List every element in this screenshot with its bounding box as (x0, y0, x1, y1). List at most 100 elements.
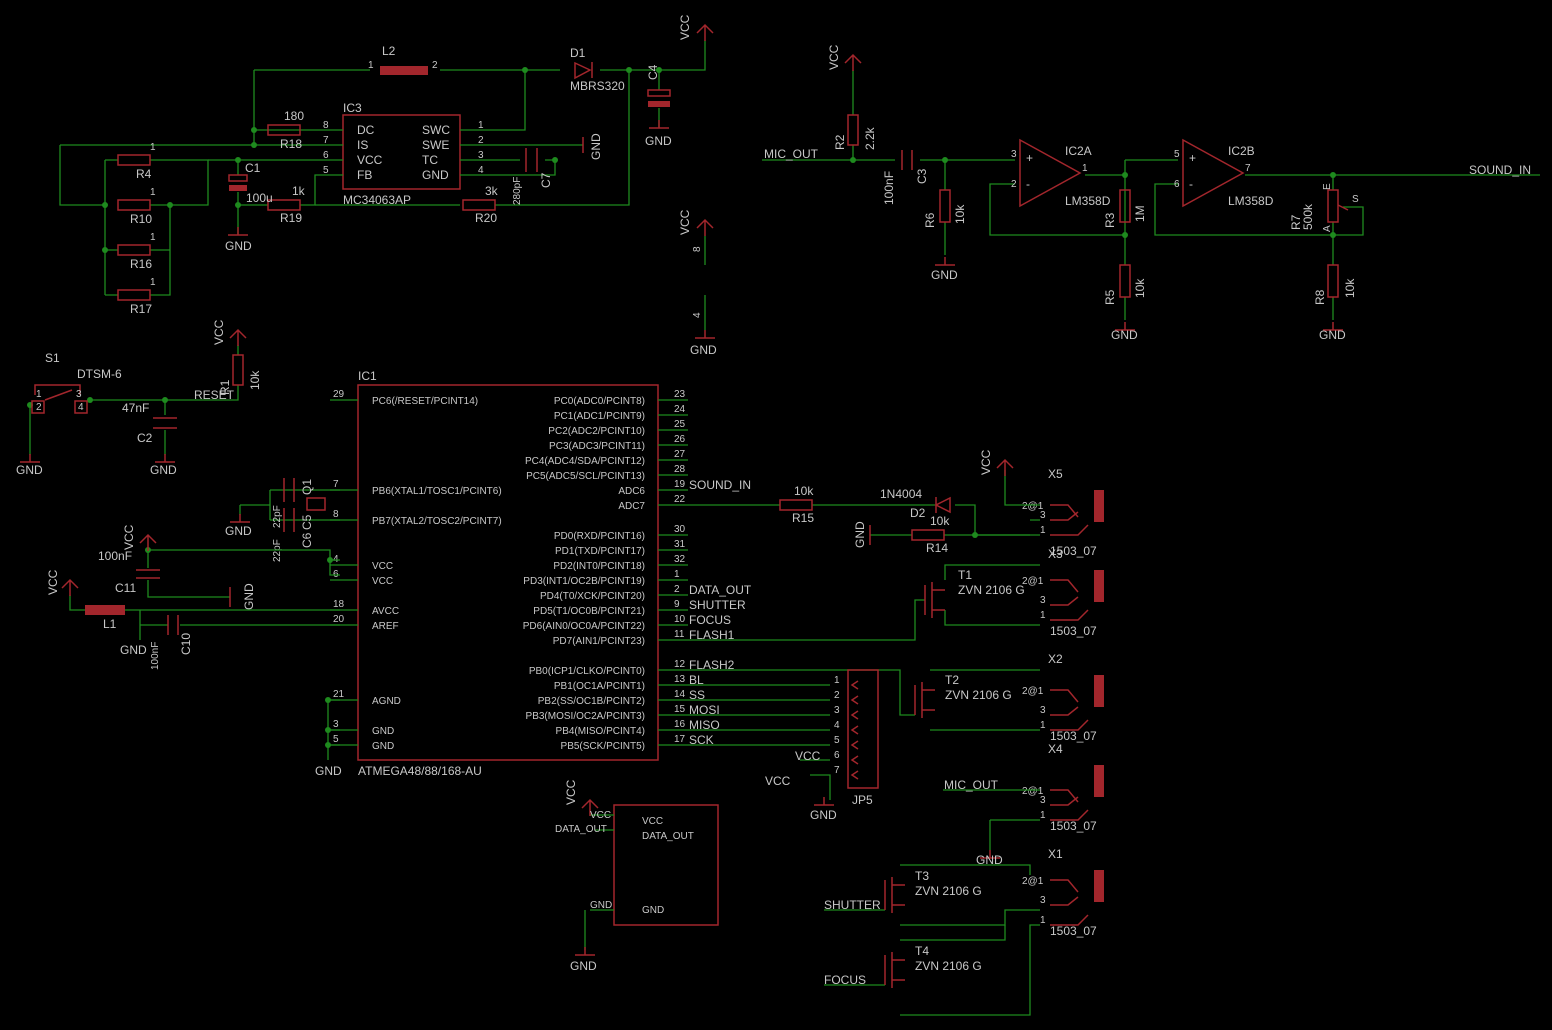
r17-pin: 1 (150, 277, 156, 288)
t3-part: ZVN 2106 G (915, 884, 982, 898)
boost-supply: L2 1 2 D1 MBRS320 C4 GND VCC IC3 MC34063… (59, 14, 714, 316)
ic1-pin-label-21: AGND (372, 696, 401, 707)
ic1-pin-num-31: 31 (674, 539, 686, 550)
c10-gnd: GND (120, 643, 147, 657)
ic1-pin-label-22: ADC7 (618, 501, 645, 512)
ic3-pin-num-8: 8 (323, 120, 329, 131)
ic1-pin-label-29: PC6(/RESET/PCINT14) (372, 396, 478, 407)
jp5-pin-2: 2 (834, 690, 840, 701)
ic2b-minus: - (1189, 177, 1193, 191)
net-shutter: SHUTTER (689, 598, 746, 612)
c1-gnd: GND (225, 239, 252, 253)
x1-pin-3: 3 (1040, 895, 1046, 906)
module-pin-vcc: VCC (642, 816, 663, 827)
jp5-pin-6: 6 (834, 750, 840, 761)
r17-label: R17 (130, 302, 152, 316)
ic2b-pin7: 7 (1245, 163, 1251, 174)
d1-part: MBRS320 (570, 79, 625, 93)
ic1-pin-num-16: 16 (674, 719, 686, 730)
t4-focus-net: FOCUS (824, 973, 866, 987)
r6-gnd: GND (931, 268, 958, 282)
ic3-pin-label-1: SWC (422, 123, 450, 137)
ic1-pin-num-8: 8 (333, 509, 339, 520)
l2-pin2: 2 (432, 60, 438, 71)
ic1-pin-label-7: PB6(XTAL1/TOSC1/PCINT6) (372, 486, 502, 497)
module-data-net: DATA_OUT (555, 824, 607, 835)
ic3-pin-num-2: 2 (478, 135, 484, 146)
ic1-pin-label-13: PB1(OC1A/PCINT1) (554, 681, 645, 692)
r7-pin-a: A (1322, 225, 1333, 232)
r7-label: R7 (1289, 214, 1303, 230)
x4-gnd: GND (976, 853, 1003, 867)
s1-pin4: 4 (78, 402, 84, 413)
ic1-pin-num-20: 20 (333, 614, 345, 625)
ic3-pin-label-4: GND (422, 168, 449, 182)
ic1-pin-label-25: PC2(ADC2/PCINT10) (548, 426, 645, 437)
t4-label: T4 (915, 944, 929, 958)
s1-pin1: 1 (36, 389, 42, 400)
jp5-pin-5: 5 (834, 735, 840, 746)
mcu-gnd: GND (315, 764, 342, 778)
c10-label: C10 (179, 633, 193, 655)
jp5-vcc: VCC (765, 774, 791, 788)
r15-value: 10k (794, 484, 814, 498)
ic1-pin-label-4: VCC (372, 561, 393, 572)
ic1-pin-label-15: PB3(MOSI/OC2A/PCINT3) (526, 711, 645, 722)
ic2a-pin2: 2 (1011, 179, 1017, 190)
ic1-pin-label-3: GND (372, 726, 394, 737)
ic3-pin-label-6: VCC (357, 153, 383, 167)
ic2a-pin1: 1 (1082, 163, 1088, 174)
ic1-pin-num-12: 12 (674, 659, 686, 670)
ic2b-plus: + (1189, 151, 1196, 165)
jp5-contact-4 (850, 725, 859, 735)
ic1-pin-num-29: 29 (333, 389, 345, 400)
t3-shutter-net: SHUTTER (824, 898, 881, 912)
ic1-pin-num-9: 9 (674, 599, 680, 610)
ic3-pin-num-3: 3 (478, 150, 484, 161)
r20-label: R20 (475, 211, 497, 225)
r1-label: R1 (218, 379, 232, 395)
c2-gnd: GND (150, 463, 177, 477)
x4-jack-contacts (1050, 789, 1089, 821)
ic1-pin-label-9: PD5(T1/OC0B/PCINT21) (533, 606, 645, 617)
q1-label: Q1 (300, 479, 314, 495)
net-miso: MISO (689, 718, 720, 732)
ic1-pin-num-21: 21 (333, 689, 345, 700)
r20-value: 3k (485, 184, 499, 198)
ic1-pin-num-15: 15 (674, 704, 686, 715)
r4-label: R4 (136, 167, 152, 181)
s1-gnd: GND (16, 463, 43, 477)
ic1-pin-num-23: 23 (674, 389, 686, 400)
r18-value: 180 (284, 109, 304, 123)
c11-label: C11 (115, 581, 136, 595)
t1-label: T1 (958, 568, 972, 582)
s1-pin3: 3 (76, 389, 82, 400)
ic3-pin-label-3: TC (422, 153, 438, 167)
jp5-contact-2 (850, 695, 859, 705)
x3-pin-1: 1 (1040, 610, 1046, 621)
r18-label: R18 (280, 137, 302, 151)
ic1-pin-label-16: PB4(MISO/PCINT4) (556, 726, 645, 737)
ic1-pin-label-31: PD1(TXD/PCINT17) (555, 546, 645, 557)
x1-pin-21: 2@1 (1022, 876, 1044, 887)
x3-jack-contacts (1050, 579, 1089, 621)
s1-pin2: 2 (36, 402, 42, 413)
c11-value: 100nF (98, 549, 132, 563)
x2-pin-21: 2@1 (1022, 686, 1044, 697)
ic1-pin-label-10: PD6(AIN0/OC0A/PCINT22) (523, 621, 645, 632)
x3-label: X3 (1048, 547, 1063, 561)
jp5-label: JP5 (852, 793, 873, 807)
c7-value: 280pF (512, 177, 523, 205)
x5-pin-1: 1 (1040, 525, 1046, 536)
x2-pin-3: 3 (1040, 705, 1046, 716)
r19-value: 1k (292, 184, 306, 198)
ic2-pin4: 4 (692, 312, 703, 318)
net-sound-in: SOUND_IN (689, 478, 751, 492)
ic1-pin-label-24: PC1(ADC1/PCINT9) (554, 411, 645, 422)
jp5-pin-4: 4 (834, 720, 840, 731)
c11-gnd: GND (242, 583, 256, 610)
r2-label: R2 (833, 134, 847, 150)
r4-pin: 1 (150, 142, 156, 153)
microcontroller: IC1 ATMEGA48/88/168-AU 29PC6(/RESET/PCIN… (16, 319, 752, 778)
x4-pin-3: 3 (1040, 795, 1046, 806)
